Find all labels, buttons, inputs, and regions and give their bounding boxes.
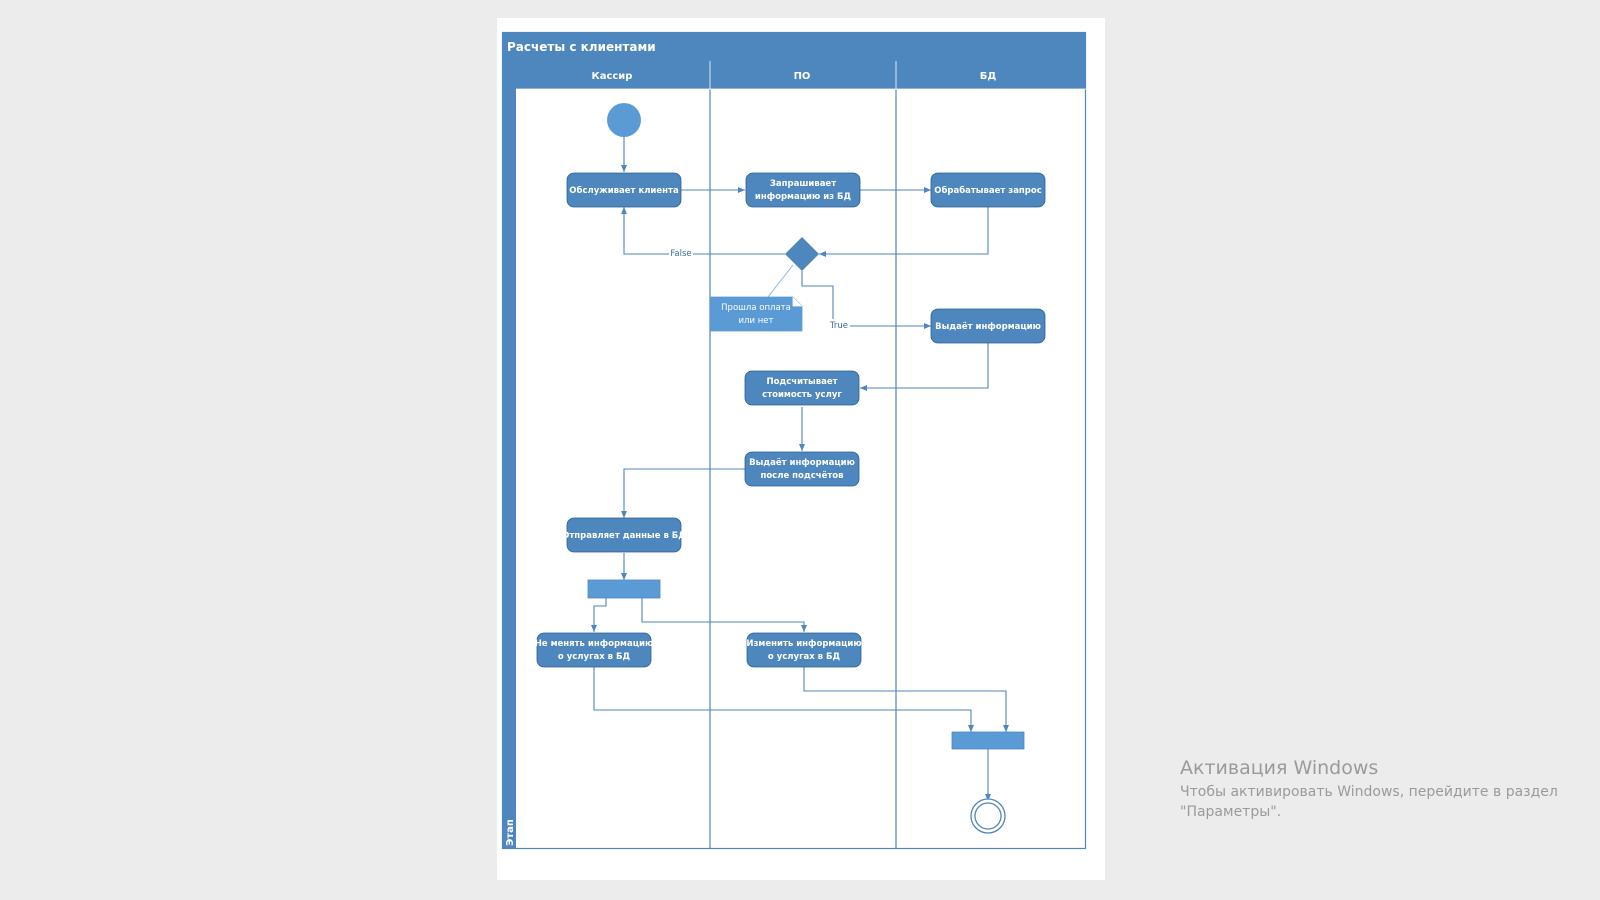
windows-activation-watermark: Активация Windows Чтобы активировать Win… bbox=[1180, 756, 1580, 822]
note-payment: Прошла оплата или нет bbox=[710, 296, 803, 332]
diagram-page: Расчеты с клиентами Этап Кассир ПО БД Fa… bbox=[497, 18, 1105, 880]
stage-bar bbox=[502, 61, 516, 849]
svg-text:о услугах в БД: о услугах в БД bbox=[768, 652, 841, 662]
svg-text:Отправляет данные в БД: Отправляет данные в БД bbox=[562, 531, 686, 541]
svg-text:Прошла оплата: Прошла оплата bbox=[721, 303, 791, 313]
stage-label: Этап bbox=[505, 819, 516, 846]
svg-text:информацию из БД: информацию из БД bbox=[755, 192, 852, 202]
edge-true-label-bg bbox=[828, 319, 850, 331]
action-issue-info: Выдаёт информацию bbox=[930, 308, 1046, 344]
edge-decision-true bbox=[801, 271, 931, 329]
action-no-change: Не менять информацию о услугах в БД bbox=[535, 632, 654, 668]
edge-process-to-decision bbox=[819, 207, 989, 257]
lane-header-cashier: Кассир bbox=[592, 71, 633, 82]
start-node bbox=[607, 103, 641, 137]
action-process-request: Обрабатывает запрос bbox=[930, 172, 1046, 208]
action-send-data: Отправляет данные в БД bbox=[562, 517, 686, 553]
watermark-line-2: "Параметры". bbox=[1180, 804, 1282, 820]
edge-true-label: True bbox=[829, 321, 848, 331]
pool-frame bbox=[501, 31, 1087, 850]
svg-text:стоимость услуг: стоимость услуг bbox=[762, 390, 842, 400]
svg-text:Не менять информацию: Не менять информацию bbox=[535, 639, 654, 649]
decision-payment bbox=[785, 237, 819, 271]
svg-text:Обрабатывает запрос: Обрабатывает запрос bbox=[934, 185, 1042, 196]
action-calc-cost: Подсчитывает стоимость услуг bbox=[744, 370, 860, 406]
edge-fork-to-change bbox=[641, 598, 807, 632]
edge-issue-to-calc bbox=[860, 343, 989, 391]
edge-false-label: False bbox=[670, 249, 691, 259]
edge-decision-false bbox=[621, 207, 785, 255]
action-request-info: Запрашивает информацию из БД bbox=[745, 172, 861, 208]
lane-header-software: ПО bbox=[794, 71, 811, 82]
edge-change-to-join bbox=[803, 667, 1009, 732]
svg-text:Изменить информацию: Изменить информацию bbox=[746, 639, 861, 649]
svg-text:Подсчитывает: Подсчитывает bbox=[766, 377, 837, 387]
action-issue-after-calc: Выдаёт информацию после подсчётов bbox=[744, 451, 860, 487]
svg-text:или нет: или нет bbox=[739, 316, 774, 326]
pool-title: Расчеты с клиентами bbox=[507, 40, 656, 54]
lane-header-database: БД bbox=[980, 71, 997, 82]
edge-false-label-bg bbox=[669, 247, 693, 259]
edge-fork-to-no-change bbox=[591, 598, 607, 632]
pool-title-bar bbox=[502, 32, 1086, 61]
svg-text:о услугах в БД: о услугах в БД bbox=[558, 652, 631, 662]
note-anchor bbox=[763, 264, 794, 303]
svg-text:после подсчётов: после подсчётов bbox=[760, 471, 843, 481]
action-change: Изменить информацию о услугах в БД bbox=[746, 632, 862, 668]
action-serve-client: Обслуживает клиента bbox=[566, 172, 682, 208]
svg-text:Обслуживает клиента: Обслуживает клиента bbox=[569, 185, 679, 196]
svg-text:Запрашивает: Запрашивает bbox=[770, 179, 836, 189]
watermark-title: Активация Windows bbox=[1180, 757, 1379, 779]
svg-text:Выдаёт информацию: Выдаёт информацию bbox=[749, 458, 855, 468]
join-bar bbox=[951, 731, 1025, 750]
svg-text:Выдаёт информацию: Выдаёт информацию bbox=[935, 322, 1041, 332]
watermark-line-1: Чтобы активировать Windows, перейдите в … bbox=[1180, 784, 1558, 800]
end-node bbox=[970, 798, 1006, 834]
edge-no-change-to-join bbox=[593, 667, 974, 732]
lane-header-bar bbox=[516, 61, 1086, 89]
fork-bar bbox=[587, 579, 661, 599]
activity-diagram: Расчеты с клиентами Этап Кассир ПО БД Fa… bbox=[501, 31, 1087, 850]
edge-issue-after-to-send bbox=[621, 468, 745, 518]
